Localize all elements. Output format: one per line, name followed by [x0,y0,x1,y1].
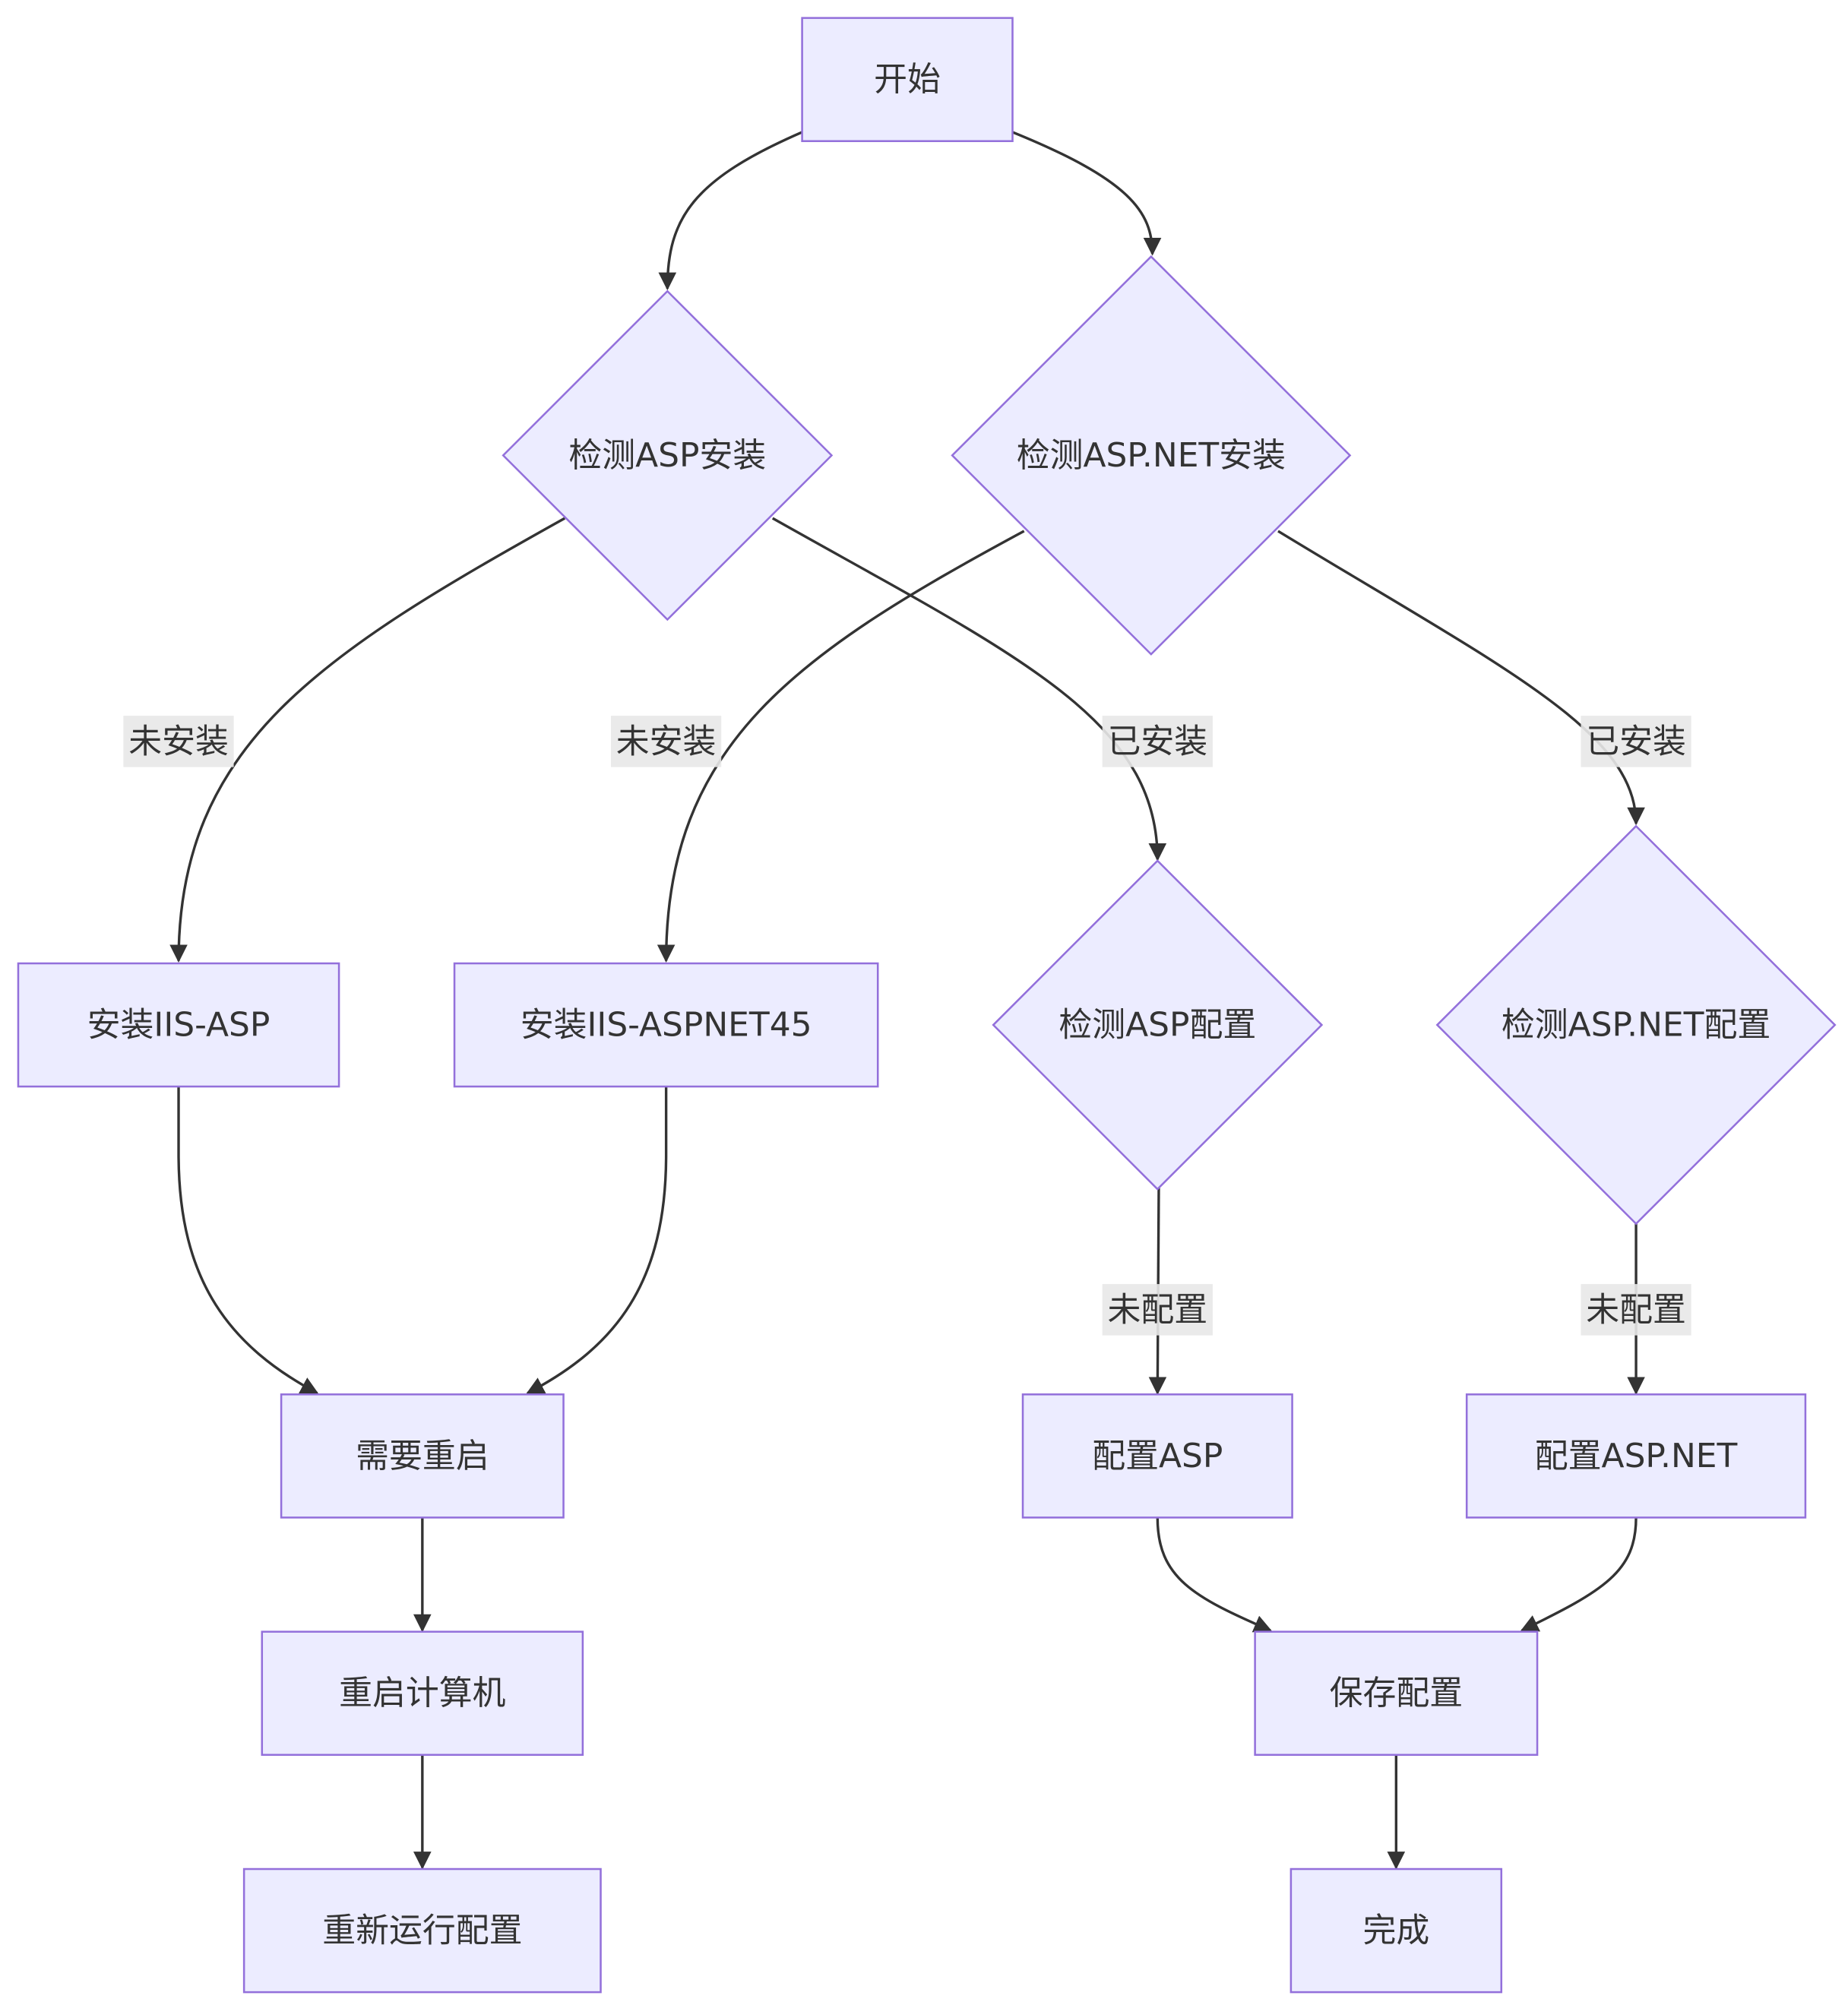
node-install-iis-asp[interactable]: 安装IIS-ASP [17,962,340,1088]
edge-check-asp-to-install-iis-asp [169,517,566,963]
svg-text:完成: 完成 [1362,1912,1429,1950]
edge-install-iis-aspnet45-to-need-restart [526,1086,668,1395]
svg-text:重启计算机: 重启计算机 [339,1674,505,1712]
svg-text:检测ASP安装: 检测ASP安装 [568,436,766,475]
edge-config-asp-to-save-config [1156,1517,1273,1633]
edge-start-to-check-asp [658,131,803,291]
node-config-asp[interactable]: 配置ASP [1021,1393,1293,1519]
node-start[interactable]: 开始 [801,17,1014,142]
svg-text:检测ASP配置: 检测ASP配置 [1058,1006,1256,1045]
edge-check-aspnet-to-install-iis-aspnet45 [657,530,1025,963]
svg-text:配置ASP.NET: 配置ASP.NET [1535,1437,1738,1475]
edge-label-asp-not-configured: 未配置 [1102,1284,1213,1336]
edge-label-aspnet-installed: 已安装 [1581,716,1691,767]
svg-text:已安装: 已安装 [1586,722,1686,761]
node-check-asp-config[interactable]: 检测ASP配置 [992,859,1324,1191]
node-done[interactable]: 完成 [1289,1867,1503,1994]
svg-text:未配置: 未配置 [1107,1290,1207,1329]
svg-text:安装IIS-ASPNET45: 安装IIS-ASPNET45 [521,1006,812,1045]
node-restart-computer[interactable]: 重启计算机 [261,1630,584,1757]
edge-check-asp-to-check-asp-config [771,517,1167,862]
edge-label-asp-not-installed: 未安装 [123,716,234,767]
edge-check-aspnet-to-check-aspnet-config [1277,530,1645,826]
node-check-aspnet-config[interactable]: 检测ASP.NET配置 [1435,824,1837,1225]
node-check-aspnet-install[interactable]: 检测ASP.NET安装 [951,255,1352,656]
node-config-aspnet[interactable]: 配置ASP.NET [1465,1393,1807,1519]
node-check-asp-install[interactable]: 检测ASP安装 [502,289,834,621]
svg-text:需要重启: 需要重启 [356,1437,489,1475]
edges [169,131,1645,1870]
node-rerun-config[interactable]: 重新运行配置 [242,1867,602,1994]
svg-text:配置ASP: 配置ASP [1092,1437,1223,1475]
svg-text:安装IIS-ASP: 安装IIS-ASP [87,1006,271,1045]
edge-label-aspnet-not-installed: 未安装 [611,716,722,767]
node-need-restart[interactable]: 需要重启 [280,1393,565,1519]
node-install-iis-aspnet45[interactable]: 安装IIS-ASPNET45 [453,962,879,1088]
edge-start-to-check-aspnet [1011,131,1162,256]
svg-text:保存配置: 保存配置 [1330,1674,1464,1712]
edge-label-aspnet-not-configured: 未配置 [1581,1284,1691,1336]
svg-text:未安装: 未安装 [616,722,717,761]
edge-label-asp-installed: 已安装 [1102,716,1213,767]
edge-install-iis-asp-to-need-restart [177,1086,319,1395]
edge-config-aspnet-to-save-config [1520,1517,1638,1632]
svg-text:未配置: 未配置 [1586,1290,1686,1329]
svg-text:检测ASP.NET配置: 检测ASP.NET配置 [1502,1006,1770,1045]
node-save-config[interactable]: 保存配置 [1254,1630,1539,1757]
svg-text:检测ASP.NET安装: 检测ASP.NET安装 [1017,436,1286,475]
svg-text:未安装: 未安装 [128,722,229,761]
svg-text:已安装: 已安装 [1107,722,1207,761]
svg-text:开始: 开始 [874,60,941,99]
svg-text:重新运行配置: 重新运行配置 [322,1912,522,1950]
